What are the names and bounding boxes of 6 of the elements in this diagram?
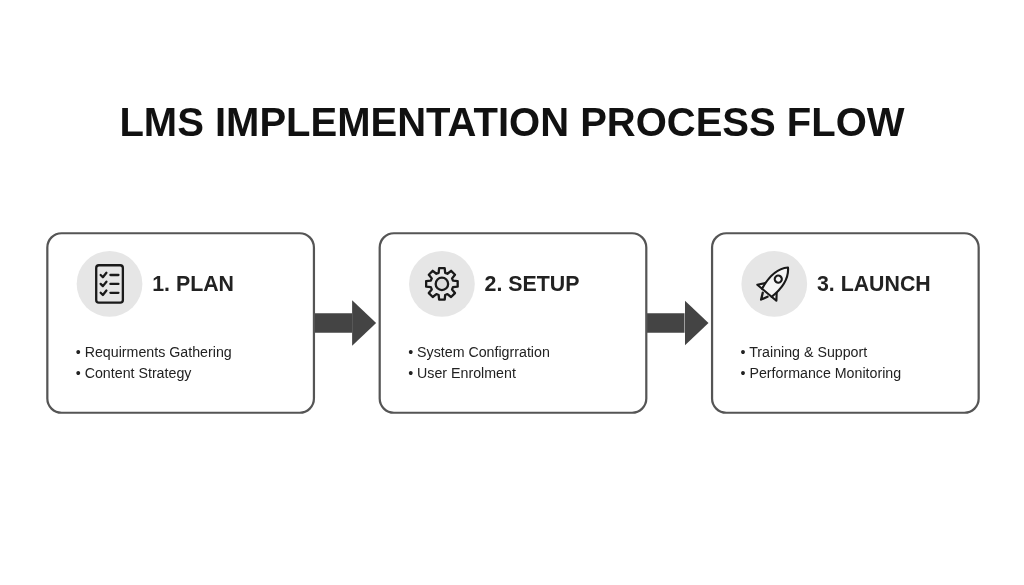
arrow: [313, 300, 377, 346]
node-box: 3. LAUNCH • Training & Support • Performance Monitoring: [710, 232, 980, 414]
arrow: [646, 300, 709, 346]
node-box: 1. PLAN • Requirments Gathering • Content Strategy: [46, 232, 316, 414]
node-box: 2. SETUP • System Configrration • User Enrolment: [378, 232, 648, 414]
diagram-title: LMS IMPLEMENTATION PROCESS FLOW: [118, 99, 906, 145]
